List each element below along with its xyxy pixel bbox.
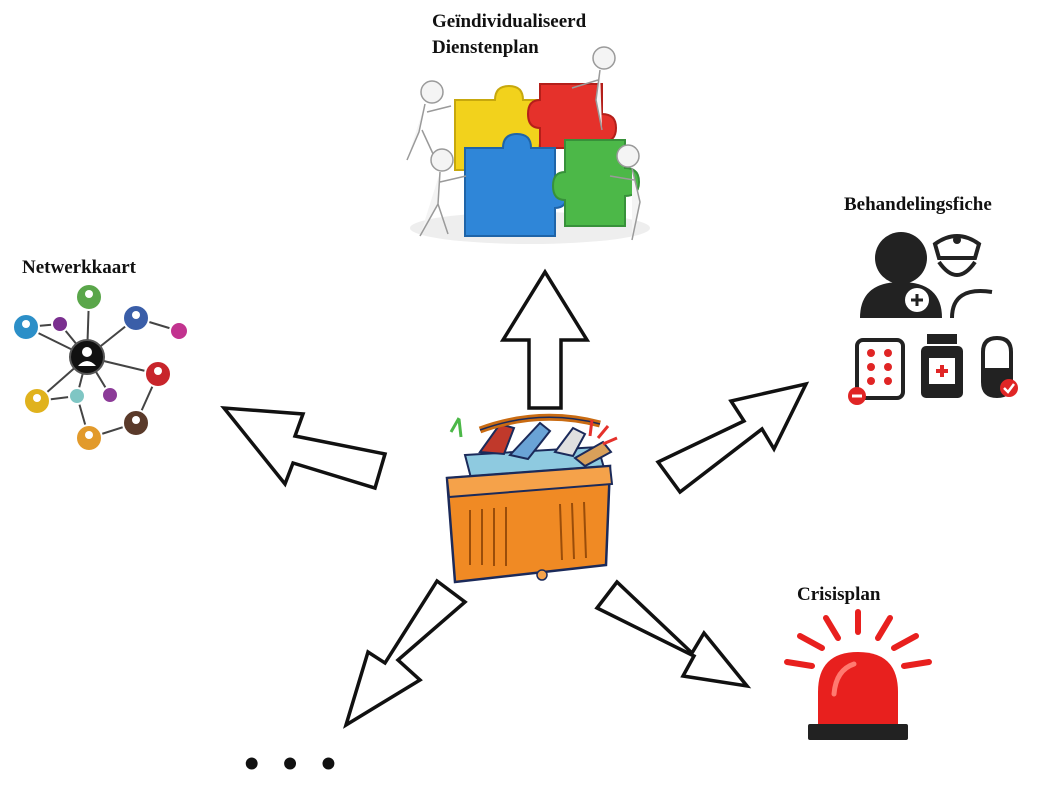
arrow-upright [655, 381, 810, 495]
label-netwerkkaart: Netwerkkaart [22, 257, 136, 278]
puzzle-teamwork-icon [406, 46, 650, 244]
arrow-up [499, 268, 591, 410]
arrow-downright [594, 579, 752, 689]
ellipsis: • • • [244, 739, 343, 785]
arrow-left [220, 405, 388, 491]
siren-alarm-icon [784, 609, 932, 740]
patient-nurse-medication-icon [848, 232, 1018, 405]
arrow-downleft [343, 578, 468, 729]
label-behandelingsfiche: Behandelingsfiche [844, 194, 992, 215]
network-map-icon [12, 283, 189, 452]
label-crisisplan: Crisisplan [797, 584, 881, 605]
label-top-line2: Dienstenplan [432, 37, 539, 58]
toolbox-icon [445, 413, 618, 584]
label-top-line1: Geïndividualiseerd [432, 11, 587, 32]
